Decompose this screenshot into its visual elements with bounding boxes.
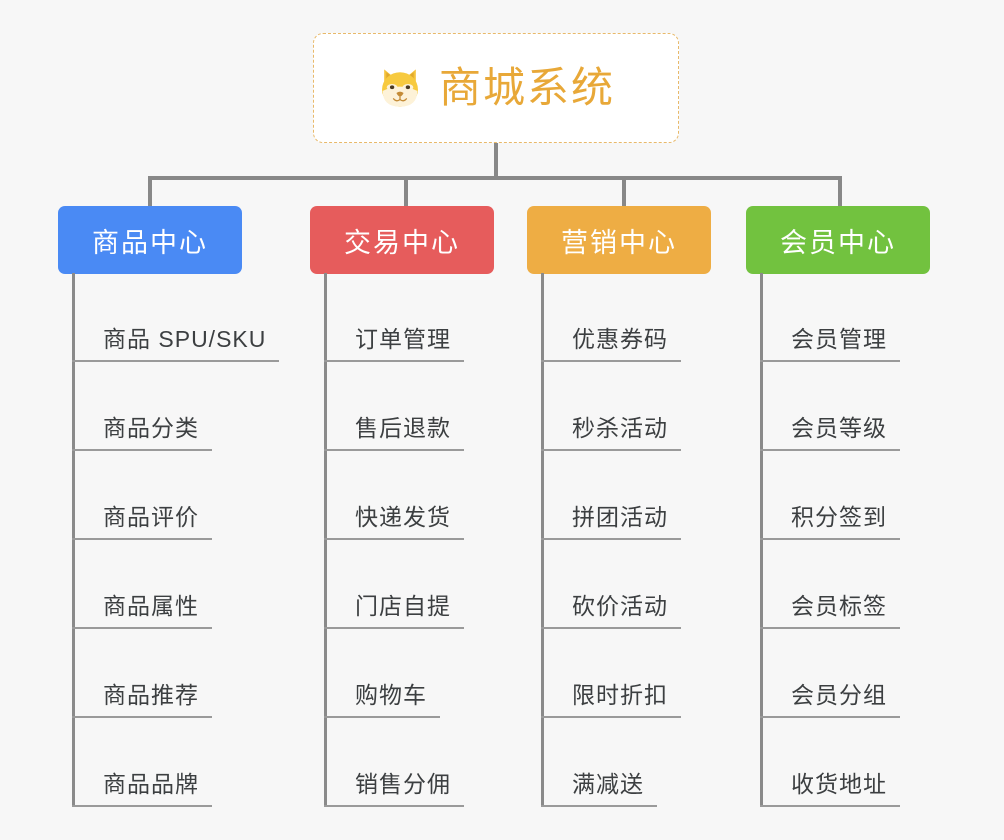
leaf-item-label: 会员管理 bbox=[791, 326, 887, 352]
leaf-item-label: 会员分组 bbox=[791, 682, 887, 708]
leaf-item-underline bbox=[541, 627, 681, 629]
category-label: 交易中心 bbox=[344, 227, 460, 258]
leaf-item-underline bbox=[760, 716, 900, 718]
leaf-item-label: 订单管理 bbox=[355, 326, 451, 352]
leaf-item-label: 商品 SPU/SKU bbox=[103, 326, 267, 352]
root-title: 商城系统 bbox=[438, 64, 615, 111]
category-box-trade[interactable]: 交易中心 bbox=[310, 206, 494, 274]
leaf-item-label: 商品分类 bbox=[103, 415, 199, 441]
leaf-item-underline bbox=[72, 360, 279, 362]
category-box-member[interactable]: 会员中心 bbox=[746, 206, 930, 274]
leaf-item-underline bbox=[541, 805, 657, 807]
leaf-item-underline bbox=[72, 716, 212, 718]
leaf-item-underline bbox=[324, 805, 464, 807]
leaf-item-label: 满减送 bbox=[572, 771, 644, 797]
connector-drop-3 bbox=[622, 176, 626, 206]
leaf-item-label: 优惠券码 bbox=[572, 326, 668, 352]
branch-spine bbox=[324, 273, 327, 807]
connector-drop-1 bbox=[148, 176, 152, 206]
leaf-item-underline bbox=[760, 360, 900, 362]
connector-root-stem bbox=[494, 143, 498, 178]
leaf-item-label: 门店自提 bbox=[355, 593, 451, 619]
leaf-item-label: 快递发货 bbox=[355, 504, 451, 530]
leaf-item-label: 秒杀活动 bbox=[572, 415, 668, 441]
leaf-item-underline bbox=[760, 538, 900, 540]
root-node[interactable]: 商城系统 bbox=[313, 33, 679, 143]
leaf-item-label: 收货地址 bbox=[791, 771, 887, 797]
category-box-marketing[interactable]: 营销中心 bbox=[527, 206, 711, 274]
leaf-item-underline bbox=[72, 805, 212, 807]
connector-horizontal-bus bbox=[150, 176, 840, 180]
leaf-item-label: 会员等级 bbox=[791, 415, 887, 441]
leaf-item-label: 限时折扣 bbox=[572, 682, 668, 708]
leaf-item-label: 砍价活动 bbox=[572, 593, 668, 619]
category-label: 会员中心 bbox=[780, 227, 896, 258]
category-box-product[interactable]: 商品中心 bbox=[58, 206, 242, 274]
leaf-item-label: 会员标签 bbox=[791, 593, 887, 619]
leaf-item-label: 商品推荐 bbox=[103, 682, 199, 708]
leaf-item-underline bbox=[324, 360, 464, 362]
leaf-item-underline bbox=[72, 538, 212, 540]
category-label: 商品中心 bbox=[92, 227, 208, 258]
leaf-item-underline bbox=[541, 716, 681, 718]
leaf-item-underline bbox=[541, 538, 681, 540]
leaf-item-underline bbox=[541, 449, 681, 451]
leaf-item-underline bbox=[72, 627, 212, 629]
branch-spine bbox=[760, 273, 763, 807]
leaf-item-label: 商品评价 bbox=[103, 504, 199, 530]
leaf-item-underline bbox=[324, 538, 464, 540]
leaf-item-underline bbox=[760, 449, 900, 451]
shiba-dog-face-icon bbox=[382, 69, 418, 107]
connector-drop-4 bbox=[838, 176, 842, 206]
leaf-item-underline bbox=[760, 805, 900, 807]
leaf-item-underline bbox=[324, 627, 464, 629]
leaf-item-underline bbox=[324, 716, 440, 718]
connector-drop-2 bbox=[404, 176, 408, 206]
leaf-item-label: 购物车 bbox=[355, 682, 427, 708]
category-label: 营销中心 bbox=[561, 227, 677, 258]
leaf-item-underline bbox=[541, 360, 681, 362]
leaf-item-underline bbox=[760, 627, 900, 629]
leaf-item-label: 售后退款 bbox=[355, 415, 451, 441]
leaf-item-label: 销售分佣 bbox=[355, 771, 451, 797]
branch-spine bbox=[72, 273, 75, 807]
branch-spine bbox=[541, 273, 544, 807]
leaf-item-label: 拼团活动 bbox=[572, 504, 668, 530]
leaf-item-label: 商品品牌 bbox=[103, 771, 199, 797]
leaf-item-underline bbox=[324, 449, 464, 451]
leaf-item-underline bbox=[72, 449, 212, 451]
leaf-item-label: 积分签到 bbox=[791, 504, 887, 530]
leaf-item-label: 商品属性 bbox=[103, 593, 199, 619]
